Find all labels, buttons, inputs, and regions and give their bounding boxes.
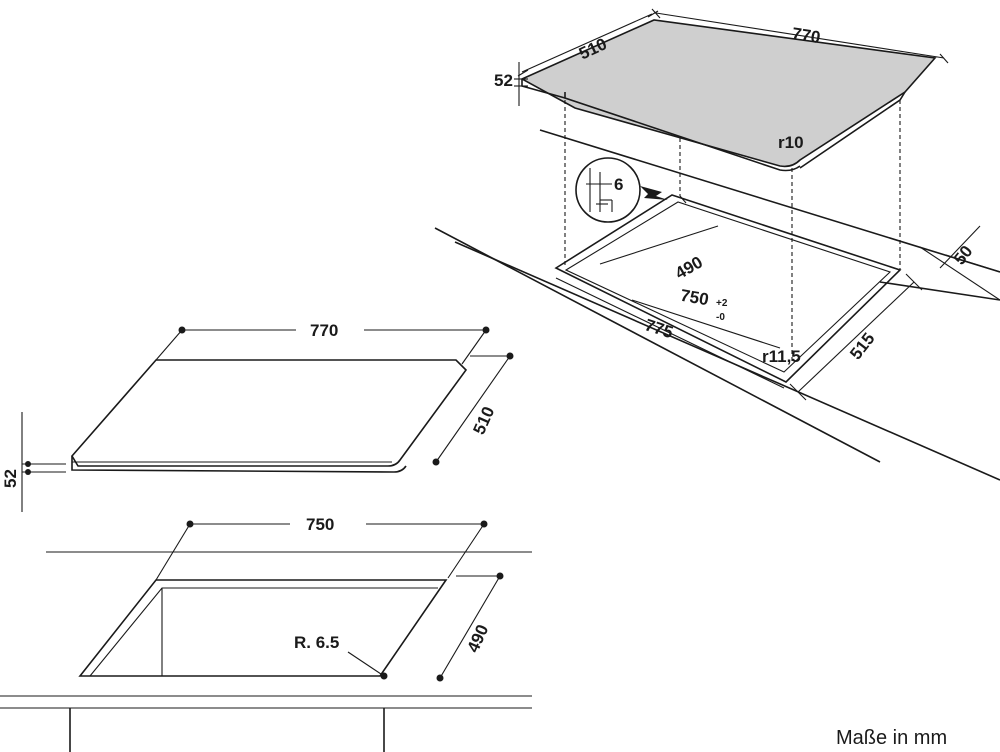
cutout-outer-depth-label: 515	[846, 329, 878, 363]
cutout-corner-radius-label: r11,5	[762, 347, 801, 366]
side-cutout-depth-label: 490	[463, 622, 492, 656]
cutout-width-label: 750	[679, 286, 710, 310]
hob-top-surface	[520, 19, 937, 168]
hob-height-label: 52	[494, 71, 513, 90]
hob-side-view: 770 510 52	[1, 321, 514, 512]
worktop-offset-label: 50	[950, 242, 977, 269]
side-cutout-radius-label: R. 6.5	[294, 633, 339, 652]
cutout-opening	[554, 194, 902, 383]
cutout-width-tolerance-plus: +2	[716, 298, 728, 309]
hob-width-label: 770	[791, 24, 822, 47]
hob-perspective: 510 770 52 r10	[494, 8, 949, 362]
cutout-perspective: 6 490 750 +2 -0 775 r11,5 515 50	[434, 129, 1000, 481]
side-hob-width-label: 770	[310, 321, 338, 340]
cutout-width-tolerance-minus: -0	[716, 312, 725, 323]
cutout-depth-label: 490	[672, 252, 706, 283]
side-cutout-width-label: 750	[306, 515, 334, 534]
cutout-side-outline	[78, 579, 448, 677]
units-note: Maße in mm	[836, 727, 947, 749]
edge-detail-circle	[575, 157, 641, 223]
arrow-icon	[640, 186, 668, 200]
hob-corner-radius-label: r10	[778, 133, 804, 152]
side-hob-height-label: 52	[1, 469, 20, 488]
edge-detail-label: 6	[614, 175, 623, 194]
cutout-side-view: 750 490 R. 6.5	[0, 515, 532, 752]
hob-side-outline	[71, 359, 468, 467]
